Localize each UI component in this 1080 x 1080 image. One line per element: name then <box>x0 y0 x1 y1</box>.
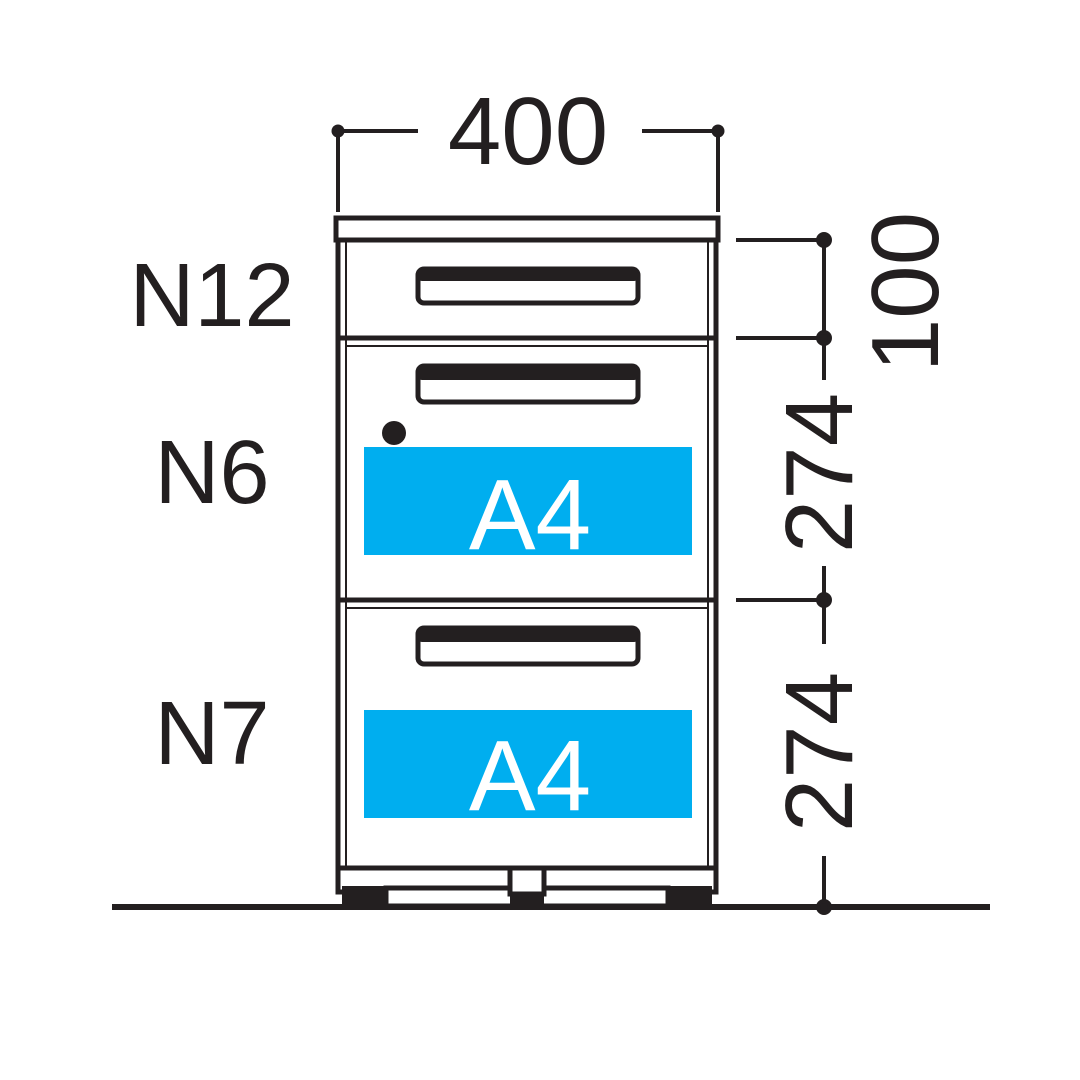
drawer-label-top: N12 <box>129 246 294 346</box>
caster-right <box>670 886 712 906</box>
drawer-label-bottom: N7 <box>154 684 269 784</box>
handle-middle-drawer-groove <box>418 366 638 380</box>
caster-center-wheel <box>510 892 544 906</box>
width-dimension-dot-right <box>711 124 725 138</box>
top-drawer-dimension-dot-top <box>816 232 832 248</box>
cabinet-top-plate <box>333 215 721 243</box>
drawer-label-middle: N6 <box>154 423 269 523</box>
middle-drawer-height-label: 274 <box>766 393 873 553</box>
handle-bottom-drawer-groove <box>418 628 638 642</box>
caster-left <box>342 886 384 906</box>
handle-top-drawer-groove <box>418 269 638 281</box>
bottom-drawer-height-label: 274 <box>766 672 873 832</box>
lock-icon <box>382 421 406 445</box>
paper-size-band-bottom <box>364 710 692 818</box>
paper-size-label-bottom: A4 <box>469 720 591 832</box>
width-dimension-dot-left <box>331 124 345 138</box>
paper-size-band-middle <box>364 447 692 555</box>
top-drawer-height-label: 100 <box>852 212 959 372</box>
paper-size-label-middle: A4 <box>469 459 591 571</box>
height-dimensions <box>736 232 832 915</box>
casters <box>342 886 712 906</box>
width-dimension-label: 400 <box>448 78 608 185</box>
caster-center <box>507 865 547 897</box>
bottom-drawer-dimension-dot-bottom <box>816 899 832 915</box>
handle-grooves <box>418 269 638 642</box>
width-dimension <box>331 124 725 212</box>
